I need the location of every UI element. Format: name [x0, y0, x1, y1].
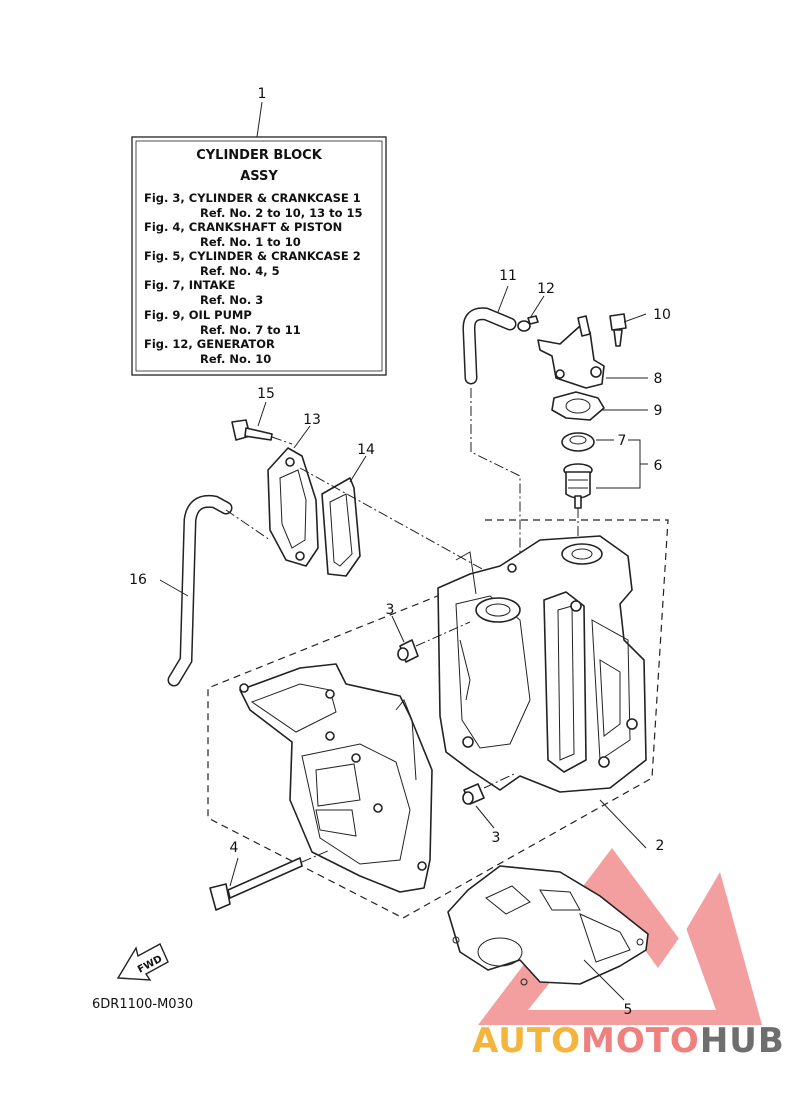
- info-line: Ref. No. 4, 5: [200, 264, 280, 278]
- callout-8: 8: [654, 371, 663, 387]
- info-line: Fig. 5, CYLINDER & CRANKCASE 2: [144, 249, 361, 263]
- callout-1: 1: [258, 86, 267, 102]
- hose-11: [462, 307, 517, 385]
- watermark-part-auto: AUTO: [472, 1021, 581, 1061]
- callout-16: 16: [129, 572, 147, 588]
- info-line: Fig. 7, INTAKE: [144, 278, 235, 292]
- gasket-9: [551, 391, 605, 421]
- gasket-5: [447, 865, 649, 986]
- callout-7: 7: [618, 433, 627, 449]
- cylinder-block-2: [437, 535, 647, 793]
- housing-8: [537, 315, 605, 389]
- fwd-arrow-icon: FWD: [116, 943, 169, 981]
- callout-6: 6: [654, 458, 663, 474]
- hose-16: [167, 494, 233, 687]
- callout-5: 5: [624, 1002, 633, 1018]
- info-line: Ref. No. 10: [200, 352, 271, 366]
- callout-15: 15: [257, 386, 275, 402]
- info-line: Fig. 9, OIL PUMP: [144, 308, 252, 322]
- info-line: Ref. No. 3: [200, 293, 263, 307]
- bolt-4: [209, 857, 303, 911]
- seal-7: [561, 432, 595, 452]
- dowel-pin-upper: [397, 639, 419, 663]
- info-box-title: CYLINDER BLOCK: [196, 148, 322, 163]
- dowel-pin-lower: [462, 783, 485, 805]
- callout-9: 9: [654, 403, 663, 419]
- info-line: Ref. No. 2 to 10, 13 to 15: [200, 206, 363, 220]
- info-line: Fig. 3, CYLINDER & CRANKCASE 1: [144, 191, 361, 205]
- info-line: Ref. No. 7 to 11: [200, 323, 301, 337]
- info-line: Ref. No. 1 to 10: [200, 235, 301, 249]
- cover-13: [267, 447, 319, 567]
- thermostat-6: [563, 463, 593, 509]
- info-box: CYLINDER BLOCK ASSY Fig. 3, CYLINDER & C…: [131, 136, 387, 376]
- clamp-12: [517, 315, 539, 332]
- callout-13: 13: [303, 412, 321, 428]
- assembly-outline: [207, 519, 669, 919]
- callout-3b: 3: [492, 830, 501, 846]
- callout-14: 14: [357, 442, 375, 458]
- callout-3a: 3: [386, 602, 395, 618]
- bolt-15: [231, 419, 273, 441]
- callout-10: 10: [653, 307, 671, 323]
- callout-11: 11: [499, 268, 517, 284]
- callout-4: 4: [230, 840, 239, 856]
- callout-2: 2: [656, 838, 665, 854]
- watermark-part-hub: HUB: [700, 1021, 785, 1061]
- watermark-text: AUTOMOTOHUB: [472, 1021, 785, 1061]
- info-box-subtitle: ASSY: [240, 169, 278, 184]
- callout-12: 12: [537, 281, 555, 297]
- crankcase: [239, 663, 433, 893]
- info-line: Fig. 12, GENERATOR: [144, 337, 275, 351]
- bolt-10: [609, 313, 627, 347]
- info-line: Fig. 4, CRANKSHAFT & PISTON: [144, 220, 342, 234]
- diagram-code: 6DR1100-M030: [92, 997, 193, 1012]
- gasket-14: [321, 477, 361, 577]
- watermark-part-moto: MOTO: [581, 1021, 700, 1061]
